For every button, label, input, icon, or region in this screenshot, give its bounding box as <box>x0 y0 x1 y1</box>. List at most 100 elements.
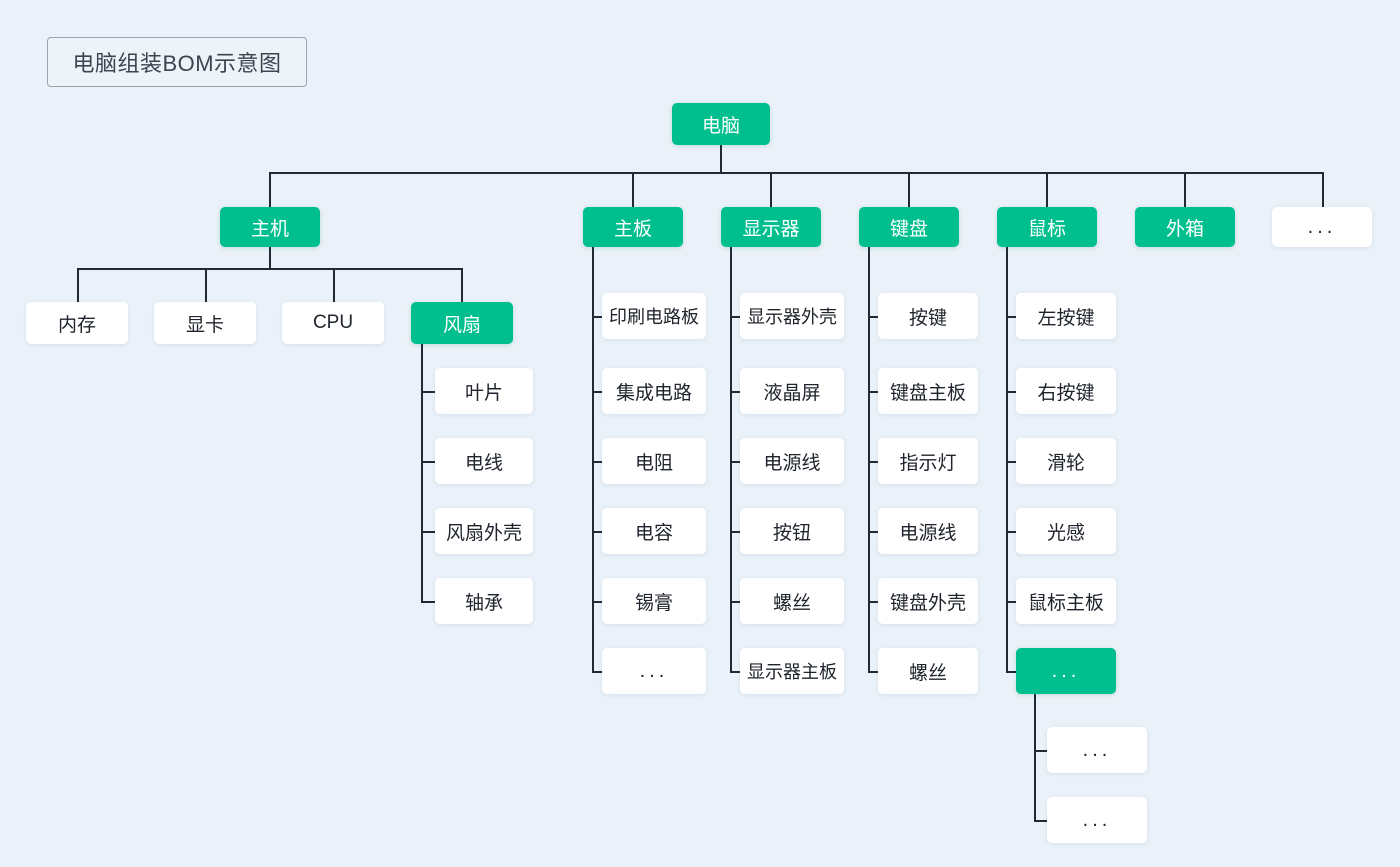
connector-monitor-spine <box>730 247 732 672</box>
node-solder-paste[interactable]: 锡膏 <box>602 578 706 624</box>
node-monitor-screw[interactable]: 螺丝 <box>740 578 844 624</box>
node-label: ... <box>1307 215 1337 238</box>
node-label: 指示灯 <box>899 452 957 474</box>
node-mouse-mainboard[interactable]: 鼠标主板 <box>1016 578 1116 624</box>
node-label: 螺丝 <box>772 592 811 614</box>
node-label: 叶片 <box>464 382 503 404</box>
node-lcd-panel[interactable]: 液晶屏 <box>740 368 844 414</box>
connector-level1-bus <box>269 172 1324 174</box>
node-label: 按键 <box>908 307 947 329</box>
connector-drop-case <box>1184 172 1186 207</box>
node-label: 螺丝 <box>908 662 947 684</box>
node-scroll-wheel[interactable]: 滑轮 <box>1016 438 1116 484</box>
connector-elbow-keyboard-shell <box>868 601 880 603</box>
node-fan-shell[interactable]: 风扇外壳 <box>435 508 533 554</box>
connector-drop-cpu <box>333 268 335 302</box>
node-keyboard-shell[interactable]: 键盘外壳 <box>878 578 978 624</box>
node-level1-more[interactable]: ... <box>1272 207 1372 247</box>
node-label: 滑轮 <box>1046 452 1085 474</box>
connector-host-bus <box>77 268 463 270</box>
node-cpu[interactable]: CPU <box>282 302 384 344</box>
node-label: ... <box>1082 738 1112 761</box>
node-wire[interactable]: 电线 <box>435 438 533 484</box>
connector-elbow-solder-paste <box>592 601 606 603</box>
connector-elbow-mouse-mainboard <box>1006 601 1018 603</box>
node-mainboard-more[interactable]: ... <box>602 648 706 694</box>
node-resistor[interactable]: 电阻 <box>602 438 706 484</box>
connector-elbow-monitor-shell <box>730 316 742 318</box>
node-keyboard-power-cord[interactable]: 电源线 <box>878 508 978 554</box>
connector-elbow-left-button <box>1006 316 1018 318</box>
node-label: 主板 <box>613 218 652 240</box>
node-mainboard[interactable]: 主板 <box>583 207 683 247</box>
node-blade[interactable]: 叶片 <box>435 368 533 414</box>
node-mouse-more-child-2[interactable]: ... <box>1047 797 1147 843</box>
connector-elbow-key <box>868 316 880 318</box>
connector-elbow-right-button <box>1006 391 1018 393</box>
connector-elbow-fan-shell <box>421 531 443 533</box>
node-label: 按钮 <box>772 522 811 544</box>
node-monitor-button[interactable]: 按钮 <box>740 508 844 554</box>
connector-elbow-mouse-more-child-2 <box>1034 820 1048 822</box>
connector-elbow-lcd <box>730 391 742 393</box>
connector-drop-mainboard <box>632 172 634 207</box>
node-keyboard-mainboard[interactable]: 键盘主板 <box>878 368 978 414</box>
node-label: 右按键 <box>1037 382 1095 404</box>
node-label: 印刷电路板 <box>609 307 699 327</box>
node-keyboard-screw[interactable]: 螺丝 <box>878 648 978 694</box>
connector-mouse-spine <box>1006 247 1008 672</box>
node-label: 电阻 <box>634 452 673 474</box>
node-host[interactable]: 主机 <box>220 207 320 247</box>
node-bearing[interactable]: 轴承 <box>435 578 533 624</box>
node-label: 键盘外壳 <box>889 592 966 614</box>
node-mouse-more-child-1[interactable]: ... <box>1047 727 1147 773</box>
connector-drop-memory <box>77 268 79 302</box>
node-keyboard[interactable]: 键盘 <box>859 207 959 247</box>
connector-drop-host <box>269 172 271 207</box>
node-mouse-more[interactable]: ... <box>1016 648 1116 694</box>
node-monitor[interactable]: 显示器 <box>721 207 821 247</box>
node-label: 风扇 <box>442 314 481 336</box>
node-gpu[interactable]: 显卡 <box>154 302 256 344</box>
connector-elbow-monitor-mainboard <box>730 671 742 673</box>
node-key[interactable]: 按键 <box>878 293 978 339</box>
node-monitor-shell[interactable]: 显示器外壳 <box>740 293 844 339</box>
node-monitor-power-cord[interactable]: 电源线 <box>740 438 844 484</box>
node-fan[interactable]: 风扇 <box>411 302 513 344</box>
node-label: 轴承 <box>464 592 503 614</box>
node-label: 显示器 <box>742 218 800 240</box>
connector-elbow-mouse-more <box>1006 671 1018 673</box>
connector-drop-monitor <box>770 172 772 207</box>
node-integrated-circuit[interactable]: 集成电路 <box>602 368 706 414</box>
node-label: CPU <box>312 312 354 333</box>
connector-root-stem <box>720 145 722 173</box>
connector-elbow-indicator <box>868 461 880 463</box>
node-right-button[interactable]: 右按键 <box>1016 368 1116 414</box>
node-optical-sensor[interactable]: 光感 <box>1016 508 1116 554</box>
node-memory[interactable]: 内存 <box>26 302 128 344</box>
node-mouse[interactable]: 鼠标 <box>997 207 1097 247</box>
node-label: 显示器外壳 <box>747 307 837 327</box>
node-outer-case[interactable]: 外箱 <box>1135 207 1235 247</box>
connector-elbow-bearing <box>421 601 443 603</box>
node-capacitor[interactable]: 电容 <box>602 508 706 554</box>
connector-elbow-keyboard-screw <box>868 671 880 673</box>
connector-elbow-optical-sensor <box>1006 531 1018 533</box>
node-monitor-mainboard[interactable]: 显示器主板 <box>740 648 844 694</box>
connector-elbow-mouse-more-child-1 <box>1034 750 1048 752</box>
node-label: 液晶屏 <box>763 382 821 404</box>
node-label: 内存 <box>57 314 96 336</box>
node-label: 电容 <box>634 522 673 544</box>
node-pcb[interactable]: 印刷电路板 <box>602 293 706 339</box>
node-indicator-light[interactable]: 指示灯 <box>878 438 978 484</box>
connector-elbow-monitor-power-cord <box>730 461 742 463</box>
connector-elbow-monitor-screw <box>730 601 742 603</box>
node-root-computer[interactable]: 电脑 <box>672 103 770 145</box>
node-label: ... <box>1051 659 1081 682</box>
connector-elbow-ic <box>592 391 606 393</box>
connector-drop-keyboard <box>908 172 910 207</box>
connector-elbow-button <box>730 531 742 533</box>
node-left-button[interactable]: 左按键 <box>1016 293 1116 339</box>
node-label: 电脑 <box>701 115 740 137</box>
